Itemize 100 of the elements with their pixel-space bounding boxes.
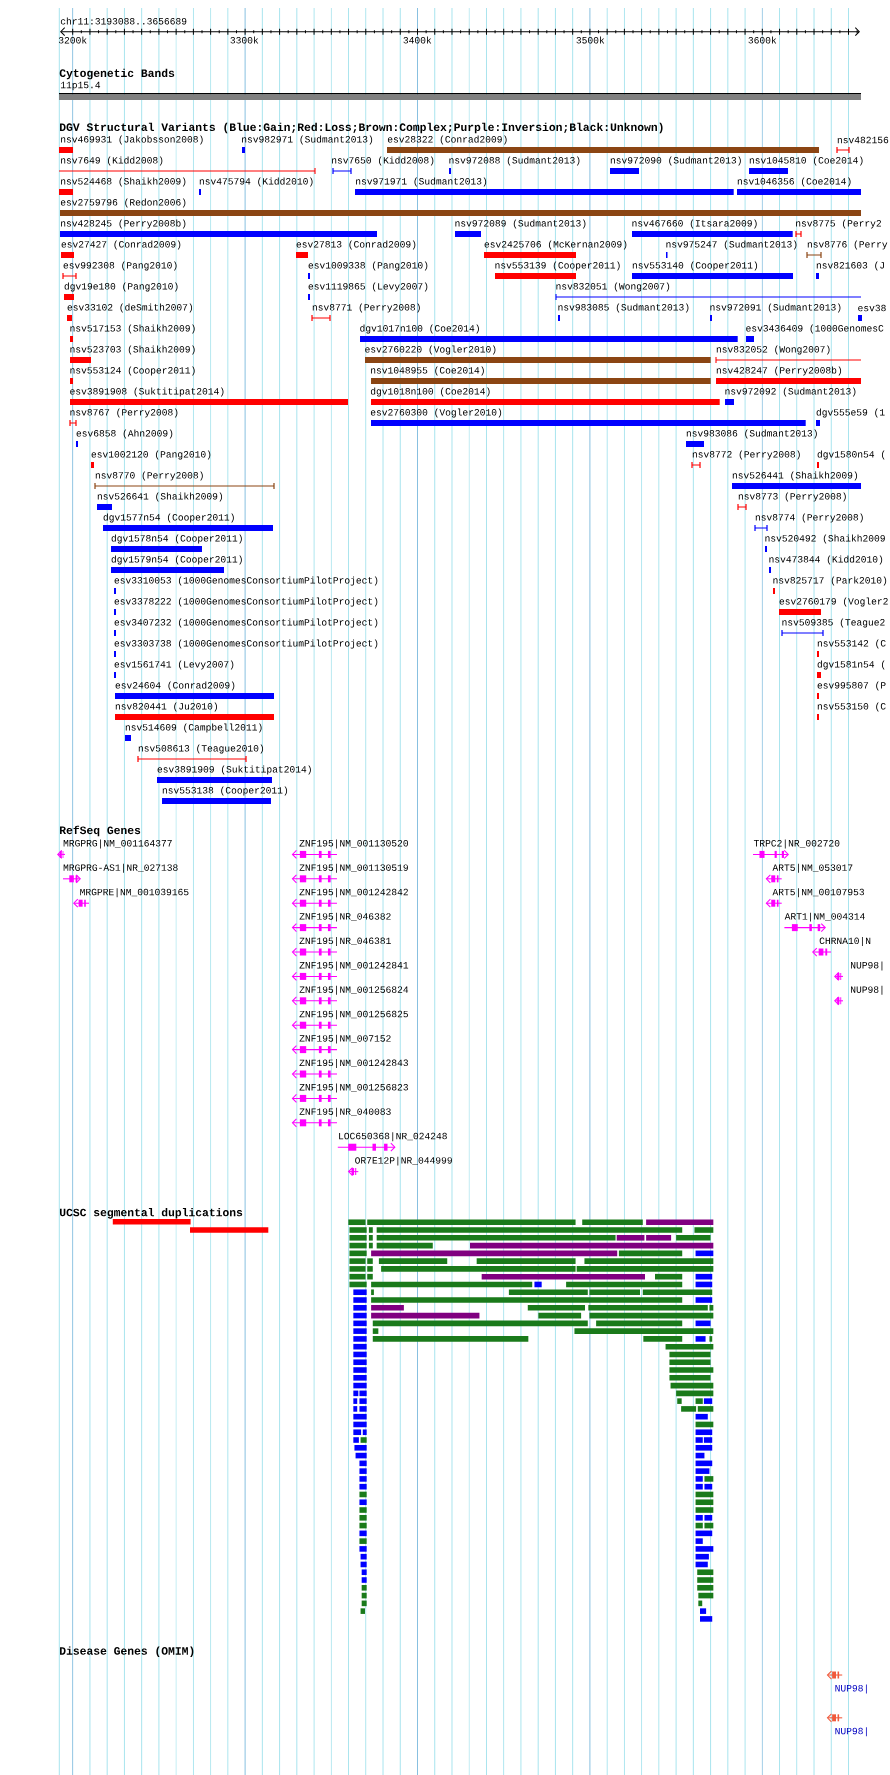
variant-label: nsv520492 (Shaikh2009 [765, 534, 885, 544]
gene-label: TRPC2|NR_002720 [753, 839, 840, 849]
tick-label: 3500k [576, 36, 605, 44]
gene-label: MRGPRE|NM_001039165 [80, 888, 189, 898]
gene-label: ZNF195|NR_040083 [299, 1107, 391, 1117]
variant-label: nsv7650 (Kidd2008) [332, 156, 434, 166]
variant-label: nsv473844 (Kidd2010) [769, 555, 883, 565]
gene-label: NUP98| [835, 1727, 867, 1737]
variant-label: nsv526441 (Shaikh2009) [732, 471, 858, 481]
variant-label: nsv1046356 (Coe2014) [737, 177, 851, 187]
variant-label: nsv983086 (Sudmant2013) [686, 429, 817, 439]
variant-label: nsv482156 [837, 136, 889, 144]
track-title: RefSeq Genes [60, 825, 141, 837]
variant-label: nsv821603 (J [816, 261, 884, 271]
variant-label: nsv553150 (C [817, 702, 886, 712]
variant-label: esv3436409 (1000GenomesC [746, 324, 884, 334]
band-label: 11p15.4 [60, 81, 101, 91]
variant-label: dgv1580n54 ( [817, 450, 885, 460]
variant-label: dgv19e180 (Pang2010) [64, 282, 178, 292]
variant-label: nsv975247 (Sudmant2013) [666, 240, 797, 250]
variant-label: nsv1048955 (Coe2014) [371, 366, 484, 376]
variant-label: esv27813 (Conrad2009) [296, 240, 416, 250]
tick-label: 3600k [748, 36, 777, 44]
gene-label: ZNF195|NR_046381 [299, 937, 391, 946]
variant-label: nsv467660 (Itsara2009) [632, 219, 757, 229]
variant-label: esv2759796 (Redon2006) [60, 198, 186, 208]
variant-label: nsv523703 (Shaikh2009) [70, 345, 195, 355]
variant-label: nsv972089 (Sudmant2013) [455, 219, 586, 229]
variant-label: esv3891908 (Suktitipat2014) [70, 387, 224, 397]
variant-label: esv3303738 (1000GenomesConsortiumPilotProject) [114, 639, 378, 649]
variant-label: nsv7649 (Kidd2008) [61, 156, 163, 166]
gene-label: ZNF195|NM_001242842 [299, 888, 408, 898]
variant-label: esv2760179 (Vogler2 [779, 597, 888, 607]
gene-label: ZNF195|NM_001130520 [299, 839, 408, 849]
variant-label: esv3891909 (Suktitipat2014) [157, 765, 311, 775]
variant-label: nsv8773 (Perry2008) [738, 492, 846, 502]
variant-label: nsv832051 (Wong2007) [556, 282, 670, 292]
variant-label: esv1002120 (Pang2010) [91, 450, 211, 460]
variant-label: nsv8776 (Perry [807, 240, 888, 250]
variant-label: esv1561741 (Levy2007) [114, 660, 234, 670]
variant-label: esv1009338 (Pang2010) [308, 261, 428, 271]
gene-label: MRGPRG-AS1|NR_027138 [63, 863, 178, 873]
variant-label: nsv428247 (Perry2008b) [716, 366, 842, 376]
variant-label: esv3310053 (1000GenomesConsortiumPilotProject) [114, 576, 378, 586]
gene-label: ZNF195|NR_046382 [299, 912, 391, 922]
variant-label: dgv1017n100 (Coe2014) [360, 324, 479, 334]
variant-label: dgv1579n54 (Cooper2011) [111, 555, 242, 565]
gene-label: ART5|NM_053017 [772, 863, 853, 873]
variant-label: dgv1018n100 (Coe2014) [370, 387, 490, 397]
variant-label: nsv469931 (Jakobsson2008) [61, 135, 203, 145]
variant-label: esv3378222 (1000GenomesConsortiumPilotProject) [114, 597, 378, 607]
variant-label: nsv8767 (Perry2008) [70, 408, 178, 418]
variant-label: nsv972088 (Sudmant2013) [449, 156, 580, 166]
variant-label: nsv553138 (Cooper2011) [162, 786, 288, 796]
variant-label: esv1119865 (Levy2007) [308, 282, 428, 292]
gene-label: ZNF195|NM_001130519 [299, 863, 408, 873]
variant-label: nsv8772 (Perry2008) [692, 450, 800, 460]
variant-label: nsv8770 (Perry2008) [95, 471, 203, 481]
track-title: Cytogenetic Bands [59, 68, 175, 80]
variant-label: esv6858 (Ahn2009) [76, 429, 173, 439]
gene-label: ZNF195|NM_001242841 [299, 961, 409, 971]
variant-label: esv2760300 (Vogler2010) [370, 408, 502, 418]
gene-label: ZNF195|NM_001256824 [299, 985, 409, 995]
variant-label: nsv8774 (Perry2008) [755, 513, 863, 523]
track-title: Disease Genes (OMIM) [60, 1646, 194, 1657]
variant-label: nsv8775 (Perry2 [796, 219, 881, 229]
variant-label: nsv820441 (Ju2010) [115, 702, 218, 712]
variant-label: nsv514609 (Campbell2011) [125, 723, 262, 733]
variant-label: esv992308 (Pang2010) [63, 261, 177, 271]
variant-label: esv28322 (Conrad2009) [387, 135, 507, 145]
gene-label: ART5|NM_00107953 [772, 888, 864, 898]
variant-label: dgv1578n54 (Cooper2011) [111, 534, 242, 544]
variant-label: nsv8771 (Perry2008) [312, 303, 420, 313]
variant-label: nsv509385 (Teague2 [782, 618, 885, 628]
variant-label: esv27427 (Conrad2009) [61, 240, 181, 250]
variant-label: nsv428245 (Perry2008b) [61, 219, 186, 229]
variant-label: nsv475794 (Kidd2010) [199, 177, 313, 187]
tick-label: 3400k [403, 36, 432, 44]
variant-label: nsv972091 (Sudmant2013) [710, 303, 841, 313]
gene-label: ZNF195|NM_001256823 [299, 1083, 408, 1093]
variant-label: nsv526641 (Shaikh2009) [97, 492, 223, 502]
variant-label: nsv971971 (Sudmant2013) [356, 177, 487, 187]
variant-label: nsv553124 (Cooper2011) [70, 366, 195, 376]
variant-label: esv38 [858, 304, 886, 312]
variant-label: nsv508613 (Teague2010) [138, 744, 264, 754]
gene-label: ZNF195|NM_001242843 [299, 1059, 408, 1068]
gene-label: CHRNA10|N [819, 937, 871, 946]
variant-label: nsv524468 (Shaikh2009) [61, 177, 186, 187]
gene-label: ART1|NM_004314 [784, 912, 865, 922]
variant-label: dgv1577n54 (Cooper2011) [103, 513, 234, 523]
variant-label: esv3407232 (1000GenomesConsortiumPilotProject) [114, 618, 378, 628]
variant-label: nsv517153 (Shaikh2009) [70, 324, 195, 334]
variant-label: nsv983085 (Sudmant2013) [558, 303, 689, 313]
variant-label: nsv972092 (Sudmant2013) [725, 387, 856, 397]
variant-label: nsv553142 (C [817, 639, 886, 649]
gene-label: NUP98| [851, 961, 883, 971]
variant-label: esv995807 (P [817, 681, 886, 691]
gene-label: LOC650368|NR_024248 [339, 1132, 447, 1142]
gene-label: ZNF195|NM_007152 [299, 1034, 391, 1044]
gene-label: NUP98| [851, 985, 883, 995]
